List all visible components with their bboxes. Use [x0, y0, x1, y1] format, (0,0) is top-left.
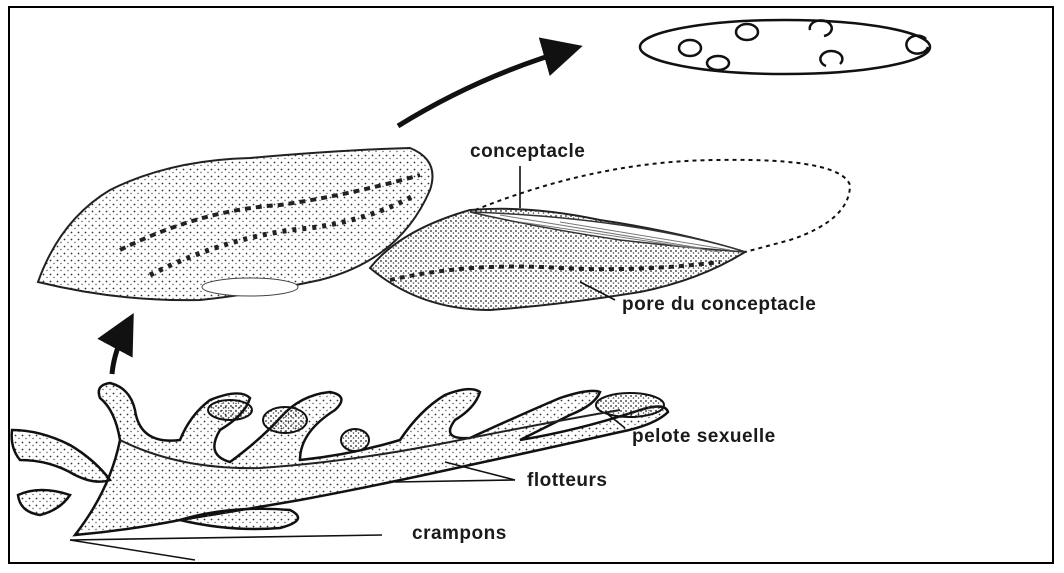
label-pore-du-conceptacle: pore du conceptacle [622, 294, 816, 316]
leader-flotteurs-1 [445, 462, 515, 480]
leader-flotteurs-2 [395, 480, 515, 482]
receptacle-left [38, 148, 433, 300]
label-flotteurs: flotteurs [527, 470, 608, 492]
arrow-to-section [398, 48, 575, 126]
arrow-to-receptacle [112, 320, 130, 374]
leader-crampons [70, 535, 382, 540]
label-conceptacle: conceptacle [470, 141, 585, 163]
label-pelote-sexuelle: pelote sexuelle [632, 426, 776, 448]
conceptacle-section [640, 20, 930, 74]
label-crampons: crampons [412, 523, 507, 545]
